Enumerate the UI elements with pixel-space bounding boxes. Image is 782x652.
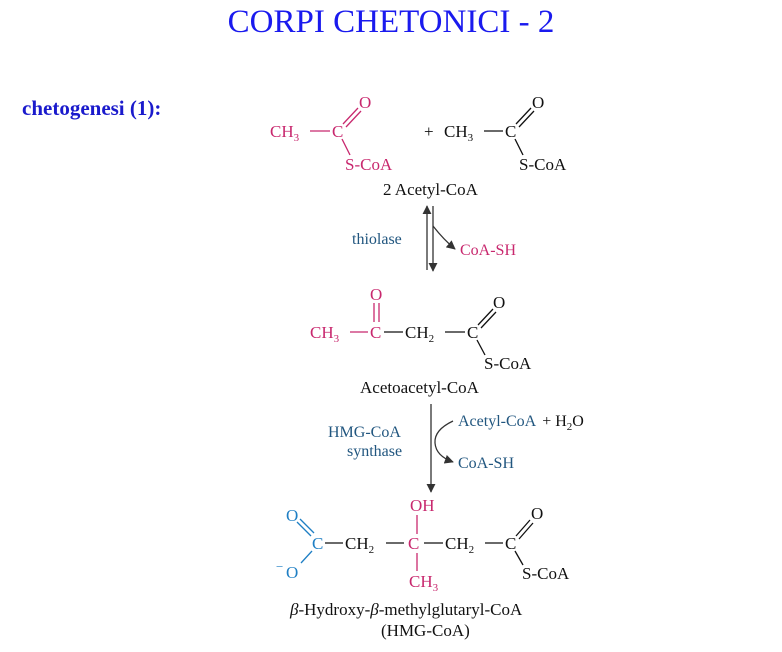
thioester-oxygen: O [493,293,505,312]
thioester-scoa: S-CoA [522,564,570,583]
hmg-coa: O C − O CH2 OH C CH3 CH2 C O S-CoA β-Hyd… [276,496,570,640]
carbonyl-carbon: C [505,122,516,141]
output-coash: CoA-SH [458,455,514,472]
double-bond [515,107,532,125]
bond [341,138,351,156]
keto-oxygen: O [370,285,382,304]
double-bond [518,522,534,540]
carboxylate-oxygen-top: O [286,506,298,525]
thioester-carbon: C [467,323,478,342]
double-bond [296,521,312,537]
hmg-coa-abbreviation: (HMG-CoA) [381,621,470,640]
page-title: CORPI CHETONICI - 2 [227,4,555,40]
thioester-scoa: S-CoA [484,354,532,373]
hmg-coa-label: β-Hydroxy-β-methylglutaryl-CoA [289,600,523,619]
thioester-oxygen: O [531,504,543,523]
methyl-group: CH3 [409,572,439,594]
bond [476,339,486,356]
input-acetyl-coa-water: Acetyl-CoA+ H2O [458,413,584,433]
ch2-group: CH2 [405,323,434,345]
branch-arrow [432,225,456,250]
acetoacetyl-coa: CH3 C O CH2 C O S-CoA Acetoacetyl-CoA [310,285,532,397]
bond [514,138,524,156]
double-bond [345,110,362,128]
acetyl-coa-left: CH3 C O S-CoA [270,93,393,174]
double-bond [518,110,535,128]
bond [300,550,313,564]
hmg-coa-synthase-arrow: HMG-CoA synthase Acetyl-CoA+ H2O CoA-SH [328,404,584,493]
double-bond [342,107,359,125]
double-bond [477,308,494,326]
central-carbon: C [408,534,419,553]
double-bond [515,519,531,537]
acetyl-coa-label: 2 Acetyl-CoA [383,180,479,199]
carbonyl-oxygen: O [532,93,544,112]
byproduct-coash: CoA-SH [460,242,516,259]
negative-charge: − [276,559,283,574]
output-curve [434,442,454,464]
ch3-group: CH3 [310,323,340,345]
carbonyl-oxygen: O [359,93,371,112]
ch3-group: CH3 [270,122,300,144]
enzyme-hmg-coa-synthase-line1: HMG-CoA [328,424,401,441]
ch2-group-right: CH2 [445,534,474,556]
hydroxyl-group: OH [410,496,435,515]
carboxyl-carbon: C [312,534,323,553]
input-curve [434,420,454,444]
acetoacetyl-coa-label: Acetoacetyl-CoA [360,378,480,397]
acetyl-coa-right: + CH3 C O S-CoA [424,93,567,174]
keto-carbon: C [370,323,381,342]
enzyme-hmg-coa-synthase-line2: synthase [347,443,402,460]
section-subtitle: chetogenesi (1): [22,96,162,120]
carbonyl-carbon: C [332,122,343,141]
carboxylate-oxygen-bottom: O [286,563,298,582]
plus-sign: + [424,122,434,141]
enzyme-thiolase: thiolase [352,231,402,248]
thioester-scoa: S-CoA [345,155,393,174]
thioester-scoa: S-CoA [519,155,567,174]
ch3-group: CH3 [444,122,474,144]
thioester-carbon: C [505,534,516,553]
double-bond [299,518,315,534]
bond [514,550,524,566]
double-bond [480,311,497,329]
thiolase-arrow: thiolase CoA-SH [352,205,516,272]
ch2-group-left: CH2 [345,534,374,556]
